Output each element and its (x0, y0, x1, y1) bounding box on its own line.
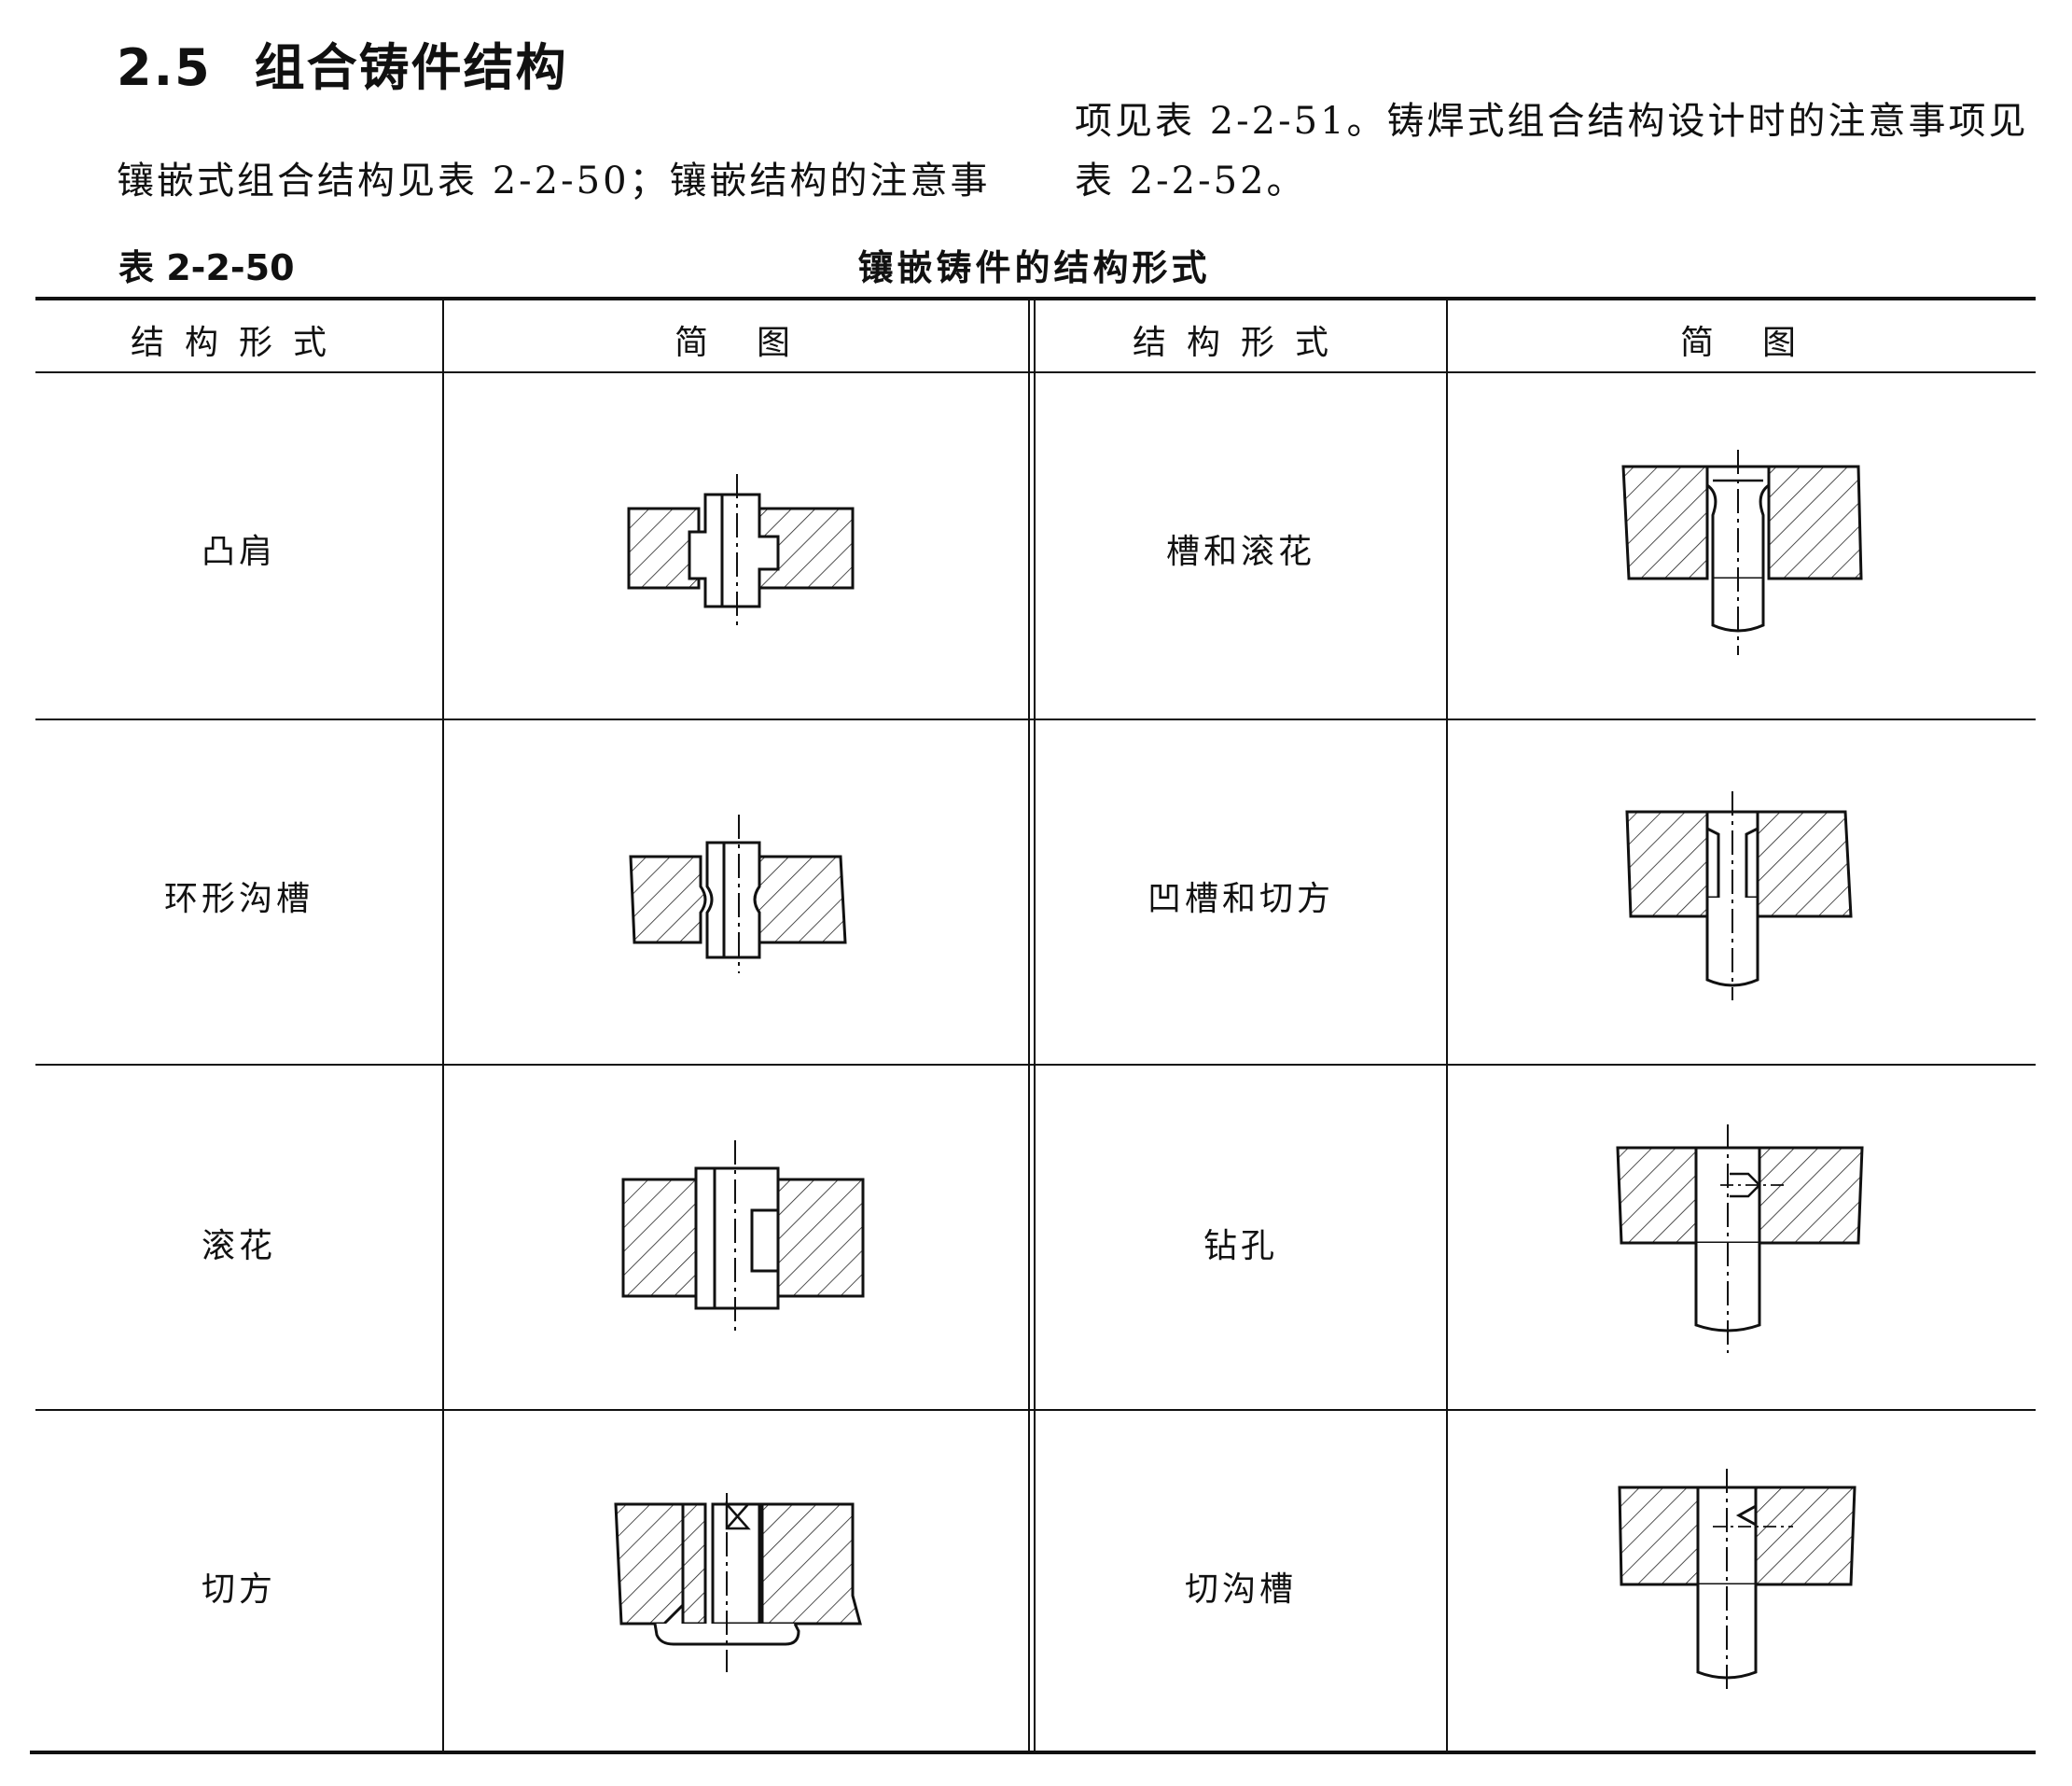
table-title-wrap: 镶嵌铸件的结构形式 (0, 239, 2072, 290)
row-rule-2 (35, 1064, 2036, 1066)
annular-groove-insert-sketch-icon (621, 810, 864, 978)
header-form-right: 结构形式 (1132, 324, 1349, 362)
drilled-hole-sketch-icon (1608, 1120, 1879, 1362)
row-1-left-label: 凸肩 (201, 533, 276, 571)
col-divider-3 (1446, 299, 1448, 1752)
header-sketch-right: 简 图 (1679, 324, 1803, 362)
recess-and-square-sketch-icon (1618, 784, 1870, 1008)
shoulder-insert-sketch-icon (619, 467, 862, 635)
groove-and-knurl-sketch-icon (1614, 439, 1875, 663)
table-number: 表 2-2-50 (118, 247, 295, 288)
square-cut-insert-sketch-icon (608, 1474, 869, 1680)
header-rule (35, 371, 2036, 373)
intro-right-line-1: 项见表 2-2-51。铸焊式组合结构设计时的注意事项见 (1075, 100, 2029, 143)
row-rule-3 (35, 1409, 2036, 1411)
row-3-left-label: 滚花 (201, 1227, 276, 1265)
section-number: 2.5 (117, 38, 212, 97)
row-4-right-label: 切沟槽 (1184, 1570, 1297, 1609)
table-top-rule (35, 297, 2036, 300)
row-4-left-label: 切方 (201, 1570, 276, 1609)
row-2-right-label: 凹槽和切方 (1147, 880, 1334, 918)
knurl-insert-sketch-icon (616, 1140, 868, 1336)
row-2-left-label: 环形沟槽 (163, 880, 313, 918)
cut-groove-sketch-icon (1610, 1469, 1871, 1693)
header-sketch-left: 简 图 (674, 324, 798, 362)
intro-right-line-2: 表 2-2-52。 (1075, 160, 1307, 202)
intro-paragraph-right: 项见表 2-2-51。铸焊式组合结构设计时的注意事项见 表 2-2-52。 (1075, 91, 2029, 211)
table-bottom-rule (30, 1751, 2036, 1754)
header-form-left: 结构形式 (130, 324, 347, 362)
col-divider-1 (442, 299, 444, 1752)
row-1-right-label: 槽和滚花 (1165, 533, 1315, 571)
intro-paragraph-left: 镶嵌式组合结构见表 2-2-50；镶嵌结构的注意事 (117, 160, 991, 202)
section-heading: 2.5 组合铸件结构 (117, 26, 568, 100)
row-3-right-label: 钻孔 (1203, 1227, 1278, 1265)
row-rule-1 (35, 719, 2036, 720)
section-title: 组合铸件结构 (254, 38, 568, 97)
center-double-rule-b (1034, 299, 1036, 1752)
center-double-rule-a (1028, 299, 1030, 1752)
table-title: 镶嵌铸件的结构形式 (857, 247, 1211, 288)
